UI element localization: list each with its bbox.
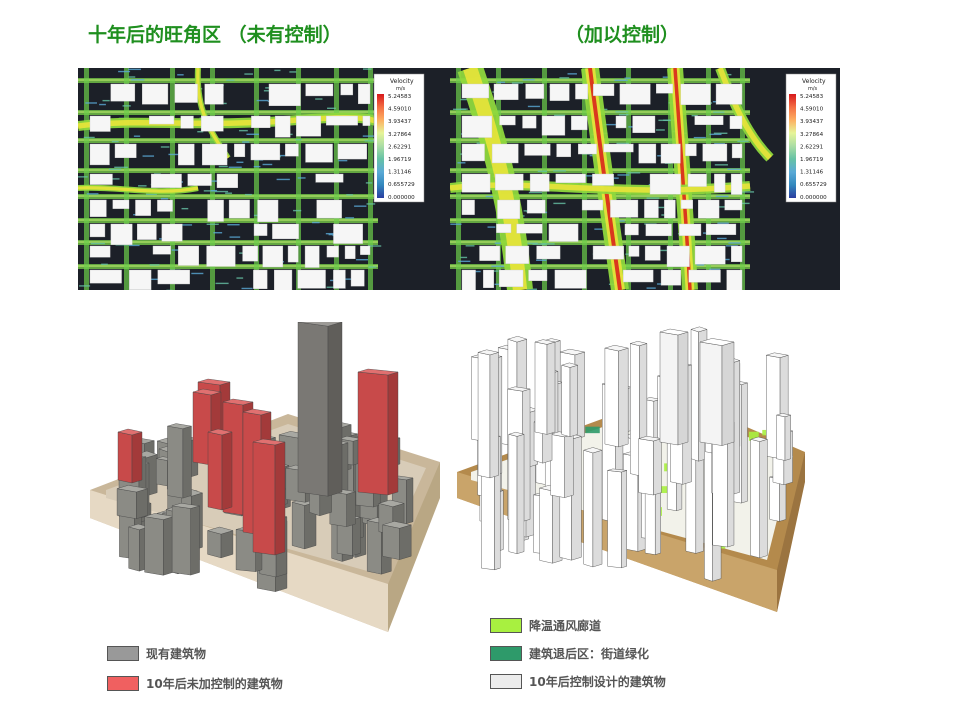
legend-value: 4.59010 [800, 107, 824, 113]
swatch-controlled [490, 674, 522, 689]
controlled-building [638, 436, 662, 496]
existing-building [167, 423, 192, 499]
building-masses [471, 326, 794, 582]
legend-color-bar [789, 94, 796, 198]
controlled-building [776, 413, 791, 461]
legend-value: 0.000000 [388, 195, 415, 201]
building-masses [116, 317, 414, 592]
swatch-uncontrolled [107, 676, 139, 691]
legend-value: 4.59010 [388, 107, 412, 113]
legend-item-ventilation-corridor: 降温通风廊道 [490, 617, 601, 634]
legend-label: 现有建筑物 [146, 647, 207, 661]
legend-value: 5.24583 [800, 94, 824, 100]
building-blocks [89, 83, 371, 290]
legend-value: 1.96719 [388, 157, 412, 163]
legend-value: 5.24583 [388, 94, 412, 100]
physical-model-controlled [455, 322, 820, 612]
legend-value: 0.655729 [800, 182, 827, 188]
legend-item-controlled-buildings: 10年后控制设计的建筑物 [490, 673, 666, 690]
legend-value: 1.96719 [800, 157, 824, 163]
legend-value: 1.31146 [800, 170, 824, 176]
legend-item-existing-buildings: 现有建筑物 [107, 645, 206, 662]
controlled-building [560, 362, 579, 437]
legend-value: 3.93437 [800, 119, 824, 125]
title-controlled: （加以控制） [565, 24, 680, 46]
legend-value: 3.27864 [388, 132, 412, 138]
legend-value: 2.62291 [388, 144, 412, 150]
uncontrolled-building [207, 428, 233, 511]
controlled-building [508, 431, 525, 555]
controlled-tower [659, 328, 689, 446]
existing-building [144, 513, 174, 576]
legend-item-uncontrolled-buildings: 10年后未加控制的建筑物 [107, 675, 283, 692]
swatch-existing [107, 646, 139, 661]
legend-value: 0.655729 [388, 182, 415, 188]
building-blocks [461, 83, 743, 290]
title-uncontrolled: 十年后的旺角区 （未有控制） [88, 24, 342, 46]
legend-unit: m/s [808, 86, 818, 92]
uncontrolled-building [117, 428, 143, 484]
controlled-tower [534, 339, 556, 435]
legend-value: 3.27864 [800, 132, 824, 138]
controlled-building [604, 345, 629, 448]
legend-unit: m/s [396, 86, 406, 92]
controlled-building [550, 431, 574, 498]
controlled-building [582, 447, 603, 568]
legend-value: 0.000000 [800, 195, 827, 201]
legend-title: Velocity [802, 78, 826, 85]
legend-label: 建筑退后区：街道绿化 [529, 647, 650, 661]
existing-building [116, 485, 148, 520]
existing-building [206, 526, 234, 559]
swatch-corridor [490, 618, 522, 633]
legend-color-bar [377, 94, 384, 198]
swatch-greening [490, 646, 522, 661]
controlled-building [477, 349, 500, 479]
existing-tower [297, 317, 343, 497]
physical-model-uncontrolled [88, 317, 448, 632]
controlled-building [607, 468, 627, 569]
existing-building [171, 503, 200, 576]
legend-item-street-greening: 建筑退后区：街道绿化 [490, 645, 649, 662]
existing-building [382, 521, 412, 560]
controlled-building [538, 484, 563, 564]
legend-value: 2.62291 [800, 144, 824, 150]
legend-value: 1.31146 [388, 170, 412, 176]
uncontrolled-building [252, 438, 286, 556]
legend-label: 10年后控制设计的建筑物 [529, 675, 666, 689]
controlled-tower [699, 338, 735, 446]
legend-value: 3.93437 [388, 119, 412, 125]
uncontrolled-building [357, 368, 399, 496]
controlled-building [749, 436, 769, 559]
legend-label: 10年后未加控制的建筑物 [146, 677, 283, 691]
legend-label: 降温通风廊道 [529, 619, 602, 633]
legend-title: Velocity [390, 78, 414, 85]
